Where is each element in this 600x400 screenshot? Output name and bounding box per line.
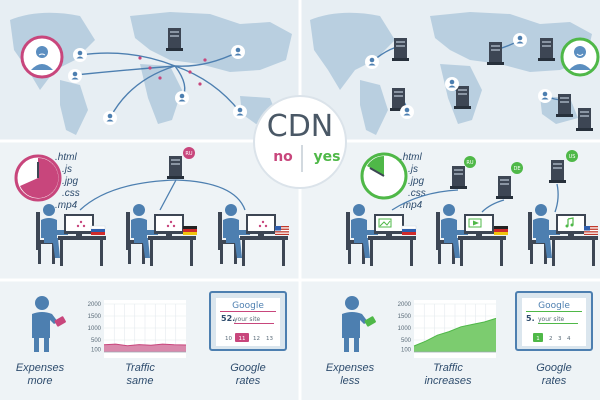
y-tick-label: 100: [401, 348, 412, 354]
page-2: 2: [549, 336, 553, 342]
page-3: 3: [558, 336, 562, 342]
expenses-less-icon: [342, 296, 376, 352]
us-edge-server-icon: [549, 160, 566, 183]
google-logo: Google: [232, 301, 264, 311]
slow-clock-icon: [14, 154, 62, 202]
server-tag-us: US: [566, 150, 578, 162]
site-label: your site: [538, 316, 565, 323]
traffic-label: Traffic: [433, 362, 463, 374]
file-type-4: .mp4: [400, 200, 423, 211]
delivery-lines-left: [79, 179, 246, 211]
us-flag: [275, 226, 289, 235]
rank-number: 52.: [221, 314, 235, 323]
yes-label: yes: [314, 149, 341, 165]
happy-user-icon: [560, 37, 600, 77]
svg-text:RU: RU: [466, 160, 473, 166]
file-type-2: .jpg: [62, 176, 79, 187]
route-hops: [138, 56, 207, 86]
rates-value: rates: [542, 375, 567, 387]
origin-server-icon: [166, 28, 183, 51]
ru-flag: [90, 225, 106, 235]
google-results-5: Google 5. your site 1 2 3 4: [515, 291, 593, 351]
expenses-value: more: [27, 375, 52, 387]
traffic-value: increases: [424, 375, 472, 387]
svg-text:US: US: [569, 154, 576, 160]
traffic-line: [103, 343, 187, 347]
page-4: 4: [567, 336, 571, 342]
de-edge-server-icon: [496, 176, 513, 199]
y-tick-label: 500: [401, 338, 412, 344]
file-type-3: .css: [62, 188, 80, 199]
traffic-line: [413, 317, 497, 347]
rates-label: Google: [536, 362, 571, 374]
traffic-chart-increases: 2000 1500 1000 500 100: [398, 300, 497, 358]
de-flag: [183, 226, 197, 235]
rates-value: rates: [236, 375, 261, 387]
expenses-label: Expenses: [326, 362, 375, 374]
expenses-label: Expenses: [16, 362, 65, 374]
page-1: 1: [536, 336, 540, 342]
no-label: no: [273, 149, 293, 165]
unhappy-user-icon: [20, 35, 64, 79]
ru-flag: [401, 225, 417, 235]
file-type-2: .jpg: [408, 176, 425, 187]
file-type-1: .js: [62, 164, 72, 175]
file-type-0: .html: [400, 152, 422, 163]
svg-text:DE: DE: [513, 166, 520, 172]
file-type-3: .css: [408, 188, 426, 199]
traffic-label: Traffic: [125, 362, 155, 374]
server-tag-ru: RU: [183, 147, 195, 159]
page-10: 10: [225, 336, 232, 342]
y-tick-label: 2000: [88, 302, 102, 308]
file-type-0: .html: [55, 152, 77, 163]
cdn-badge: CDN no yes: [253, 95, 347, 189]
file-type-1: .js: [408, 164, 418, 175]
page-12: 12: [253, 336, 260, 342]
delivery-lines-right: [391, 183, 559, 213]
server-tag-ru: RU: [464, 156, 476, 168]
server-tag-de: DE: [511, 162, 523, 174]
instant-content-icons: [378, 217, 574, 228]
rates-label: Google: [230, 362, 265, 374]
traffic-area: [414, 318, 496, 352]
y-tick-label: 1500: [88, 314, 102, 320]
y-tick-label: 2000: [398, 302, 412, 308]
page-11: 11: [239, 336, 246, 342]
us-flag: [584, 226, 598, 235]
page-13: 13: [266, 336, 273, 342]
expenses-more-icon: [32, 296, 66, 352]
y-tick-label: 1000: [398, 326, 412, 332]
rank-number: 5.: [526, 314, 535, 323]
google-results-52: Google 52. your site 10 11 12 13: [209, 291, 287, 351]
expenses-value: less: [340, 375, 360, 387]
ru-server-icon: [167, 156, 184, 179]
traffic-chart-same: 2000 1500 1000 500 100: [88, 300, 187, 358]
google-logo: Google: [538, 301, 570, 311]
fast-clock-icon: [360, 152, 408, 200]
svg-text:RU: RU: [185, 151, 192, 157]
y-tick-label: 1000: [88, 326, 102, 332]
y-tick-label: 1500: [398, 314, 412, 320]
traffic-value: same: [127, 375, 154, 387]
loading-spinners: [76, 220, 268, 228]
site-label: your site: [234, 316, 261, 323]
ru-edge-server-icon: [450, 166, 467, 189]
de-flag: [494, 226, 508, 235]
y-tick-label: 100: [91, 348, 102, 354]
cdn-title: CDN: [267, 109, 334, 144]
file-type-4: .mp4: [55, 200, 78, 211]
traffic-area: [104, 344, 186, 352]
y-tick-label: 500: [91, 338, 102, 344]
